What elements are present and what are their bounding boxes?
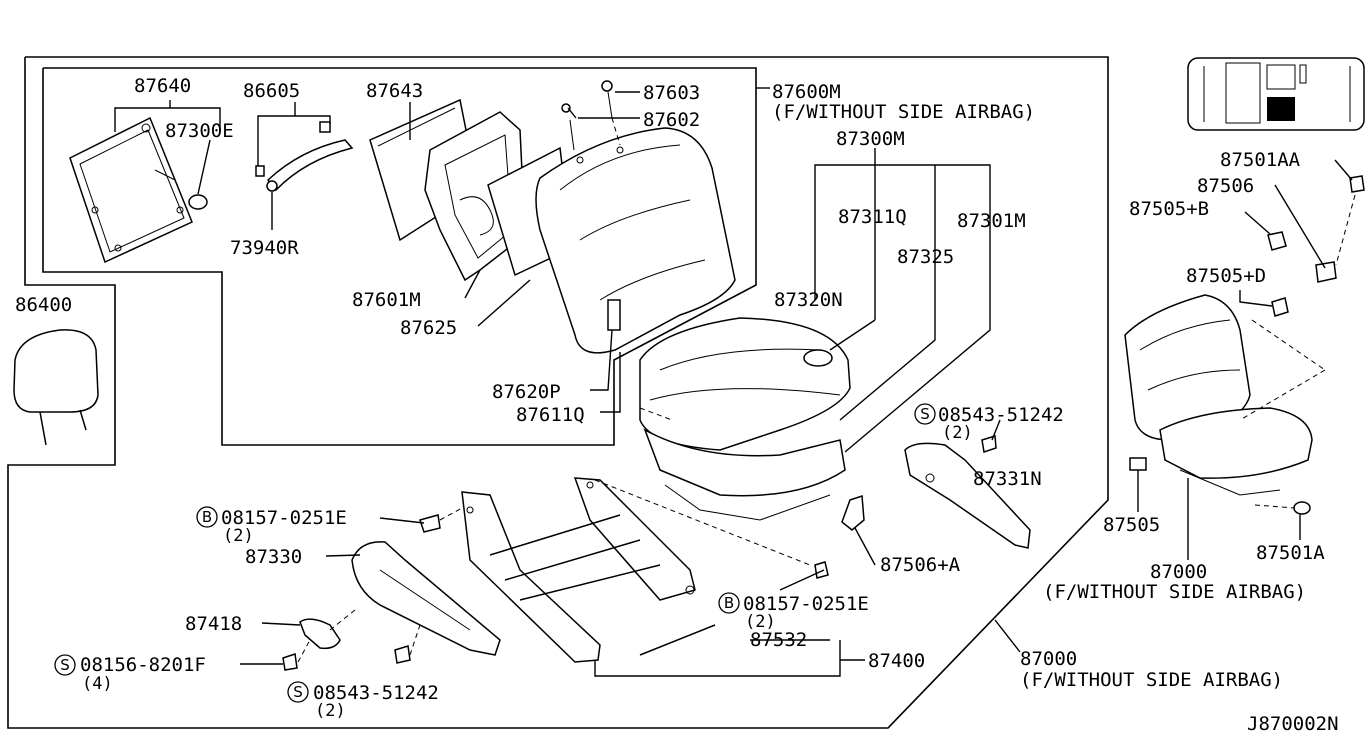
side-cover-87330-drawing: [351, 541, 501, 656]
callout-87330: 87330: [245, 546, 302, 568]
callout-87506: 87506: [1197, 175, 1254, 197]
callout-87311Q: 87311Q: [838, 206, 907, 228]
callout-08157-0251E-a: 08157-0251E: [221, 507, 347, 529]
screw-badge-08543-a: S: [914, 403, 936, 425]
callout-08543-51242-a-qty: (2): [942, 423, 973, 443]
svg-text:S: S: [60, 656, 70, 674]
headrest-86400-drawing: [13, 329, 99, 446]
callout-87600M: 87600M: [772, 81, 841, 103]
callout-87601M: 87601M: [352, 289, 421, 311]
bracket-87506A-drawing: [841, 494, 865, 531]
fasteners-drawing: [282, 435, 997, 671]
back-trim-cover-drawing: [535, 80, 736, 354]
callout-87600M-note: (F/WITHOUT SIDE AIRBAG): [772, 101, 1035, 123]
seat-frame-87400-drawing: [461, 477, 696, 663]
callout-87640: 87640: [134, 75, 191, 97]
frame-seat-back: [42, 67, 757, 446]
callout-08543-51242-a: 08543-51242: [938, 404, 1064, 426]
car-position-icon: [1187, 57, 1365, 131]
complete-seat-87000-drawing: [1124, 175, 1365, 515]
callout-08543-51242-b: 08543-51242: [313, 682, 439, 704]
side-cover-87331N-drawing: [904, 442, 1031, 549]
callout-87505D: 87505+D: [1186, 265, 1266, 287]
callout-87418: 87418: [185, 613, 242, 635]
callout-08156-8201F-qty: (4): [82, 674, 113, 694]
callout-87300E: 87300E: [165, 120, 234, 142]
seat-back-panel-87640-drawing: [69, 116, 208, 264]
callout-86605: 86605: [243, 80, 300, 102]
callout-87532: 87532: [750, 629, 807, 651]
callout-87300M: 87300M: [836, 128, 905, 150]
seat-cushion-drawing: [639, 317, 851, 521]
callout-87501AA: 87501AA: [1220, 149, 1301, 171]
callout-87505: 87505: [1103, 514, 1160, 536]
callout-87331N: 87331N: [973, 468, 1042, 490]
callout-87000-main-note: (F/WITHOUT SIDE AIRBAG): [1020, 669, 1283, 691]
svg-text:S: S: [920, 405, 930, 423]
dashed-guides: [297, 117, 1356, 663]
svg-text:S: S: [293, 683, 303, 701]
diagram-code: J870002N: [1247, 713, 1339, 735]
callout-87000-main: 87000: [1020, 648, 1077, 670]
svg-text:B: B: [202, 508, 212, 526]
knob-87418-drawing: [299, 618, 341, 650]
callout-87301M: 87301M: [957, 210, 1026, 232]
screw-badge-08156: S: [54, 654, 76, 676]
callout-87611Q: 87611Q: [516, 404, 585, 426]
part-callouts: 87640 86605 87643 87603 87600M (F/WITHOU…: [15, 75, 1325, 721]
callout-73940R: 73940R: [230, 237, 299, 259]
callout-08543-51242-b-qty: (2): [315, 701, 346, 721]
callout-87400: 87400: [868, 650, 925, 672]
spring-87532-drawing: [639, 624, 716, 656]
bolt-badge-08157-b: B: [718, 592, 740, 614]
svg-text:B: B: [724, 594, 734, 612]
callout-08157-0251E-b: 08157-0251E: [743, 593, 869, 615]
callout-87625: 87625: [400, 317, 457, 339]
callout-87602: 87602: [643, 109, 700, 131]
callout-08157-0251E-b-qty: (2): [745, 612, 776, 632]
screw-badge-08543-b: S: [287, 681, 309, 703]
callout-08157-0251E-a-qty: (2): [223, 526, 254, 546]
callout-87643: 87643: [366, 80, 423, 102]
callout-87501A: 87501A: [1256, 542, 1325, 564]
callout-86400: 86400: [15, 294, 72, 316]
frame-seat-assembly: [7, 56, 1109, 729]
callout-87320N: 87320N: [774, 289, 843, 311]
callout-87325: 87325: [897, 246, 954, 268]
leader-lines: [114, 87, 1353, 677]
callout-87000-side-note: (F/WITHOUT SIDE AIRBAG): [1043, 581, 1306, 603]
callout-87620P: 87620P: [492, 381, 561, 403]
callout-87505B: 87505+B: [1129, 198, 1209, 220]
callout-87000-side: 87000: [1150, 561, 1207, 583]
callout-87603: 87603: [643, 82, 700, 104]
callout-08156-8201F: 08156-8201F: [80, 654, 206, 676]
bolt-badge-08157-a: B: [196, 506, 218, 528]
callout-87506A: 87506+A: [880, 554, 961, 576]
grip-strap-86605-drawing: [255, 121, 354, 192]
